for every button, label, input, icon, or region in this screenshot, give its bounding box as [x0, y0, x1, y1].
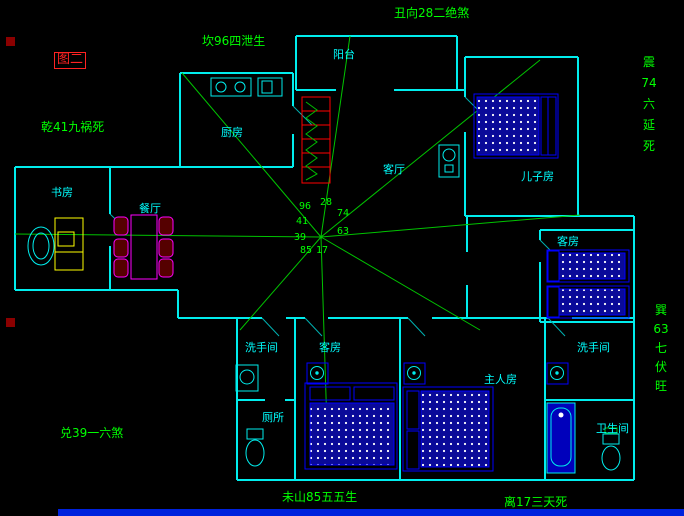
grip-marker-top [6, 37, 15, 46]
south-guest-bed [304, 382, 398, 470]
sons-bed [473, 93, 559, 159]
walls [14, 35, 635, 481]
room-label-living: 客厅 [383, 163, 405, 176]
fengshui-zhen-label: 震 74 六 延 死 [641, 55, 657, 153]
room-label-guest-east: 客房 [557, 235, 579, 248]
fengshui-li-label: 离17三天死 [504, 495, 568, 509]
study-chair [27, 226, 55, 266]
master-bed [402, 386, 494, 472]
room-label-balcony: 阳台 [333, 48, 355, 61]
room-label-study: 书房 [51, 186, 73, 199]
sofa-plant-stand [301, 96, 331, 184]
speaker [438, 144, 460, 178]
room-label-dining: 餐厅 [139, 202, 161, 215]
dining-chairs [113, 216, 174, 278]
study-desk [54, 217, 84, 271]
bottom-bar[interactable] [58, 509, 684, 516]
room-label-bath-right: 洗手间 [577, 341, 610, 354]
bathtub [546, 402, 576, 474]
toilet-right [601, 427, 621, 471]
room-label-bath-left: 洗手间 [245, 341, 278, 354]
compass-number-96: 96 [299, 201, 312, 212]
kitchen-sink [257, 77, 283, 97]
compass-number-28: 28 [320, 197, 333, 208]
room-label-bathroom: 卫生间 [596, 422, 629, 435]
room-label-guest-south: 客房 [319, 341, 341, 354]
compass-number-85: 85 [300, 245, 313, 256]
compass-number-39: 39 [294, 232, 307, 243]
washbasin [235, 364, 259, 392]
compass-number-74: 74 [337, 208, 350, 219]
compass-number-63: 63 [337, 226, 350, 237]
fengshui-qian-label: 乾41九祸死 [41, 120, 105, 134]
compass-number-41: 41 [296, 216, 309, 227]
fengshui-dui-label: 兑39一六煞 [60, 426, 124, 440]
room-label-son: 儿子房 [521, 170, 554, 183]
wall-unit-icons [306, 362, 569, 385]
room-label-kitchen: 厨房 [221, 126, 243, 139]
figure-label: 图二 [54, 52, 87, 69]
room-label-toilet: 厕所 [262, 411, 284, 424]
kitchen-stove [210, 77, 252, 97]
fengshui-north-label: 丑向28二绝煞 [394, 6, 470, 20]
fengshui-kan-label: 坎96四泄生 [202, 34, 266, 48]
toilet-left [245, 428, 265, 467]
grip-marker-bottom [6, 318, 15, 327]
fengshui-xun-label: 巽 63 七 伏 旺 [653, 303, 669, 393]
east-guest-beds [546, 249, 630, 319]
dining-table [130, 214, 158, 280]
room-label-master: 主人房 [484, 373, 517, 386]
fengshui-wei-label: 未山85五五生 [282, 490, 358, 504]
compass-number-17: 17 [316, 245, 329, 256]
